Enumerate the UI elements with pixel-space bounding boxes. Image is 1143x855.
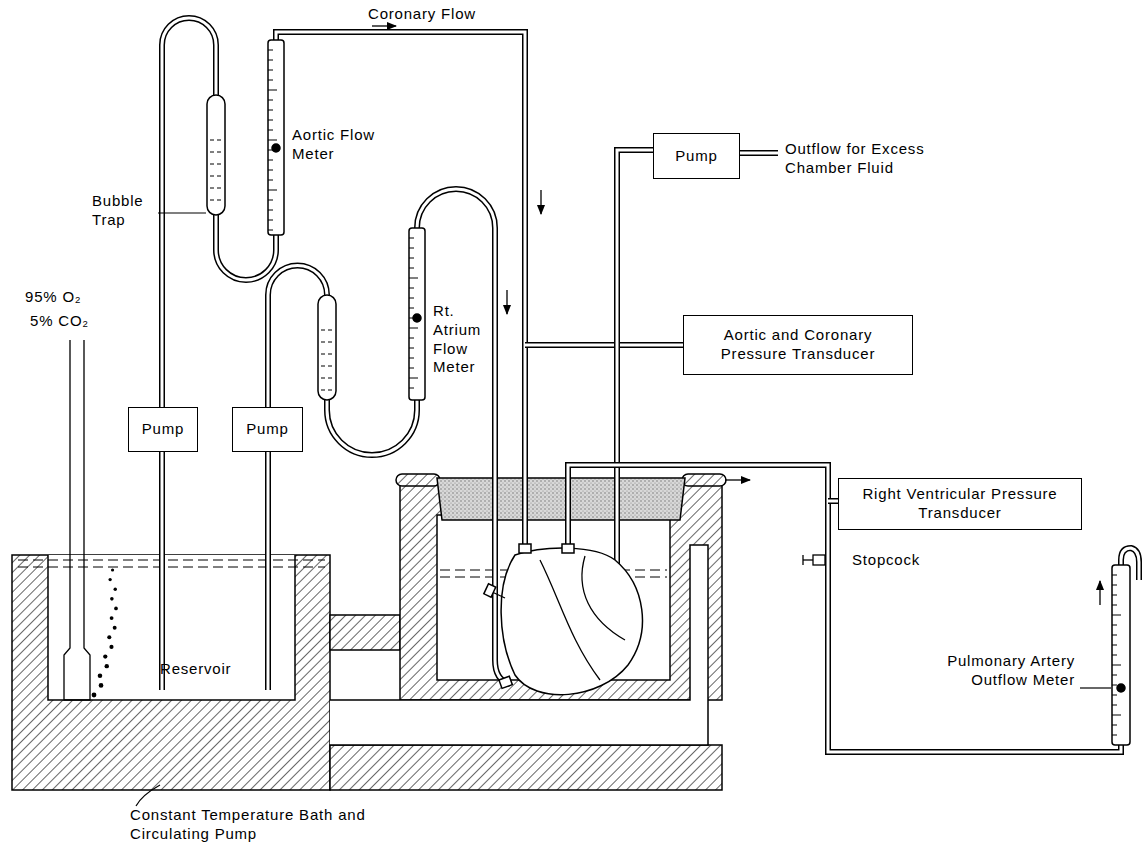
box-text: Pump [142, 420, 184, 439]
flow-label: Coronary Flow [368, 5, 476, 24]
box-text: Aortic and Coronary Pressure Transducer [692, 326, 904, 364]
part-label: Constant Temperature Bath and Circulatin… [130, 806, 380, 844]
part-label: Outflow for Excess Chamber Fluid [785, 140, 985, 178]
meter-graduation [1112, 645, 1117, 646]
meter-graduation [409, 278, 418, 279]
pump-box: Pump [232, 407, 303, 452]
meter-graduation [268, 90, 277, 91]
gas-bubble [110, 616, 114, 620]
part-label: Bubble Trap [92, 192, 154, 230]
gas-bubble [103, 654, 107, 658]
meter-graduation [268, 170, 273, 171]
part-label: Aortic Flow Meter [292, 126, 404, 164]
meter-graduation [1112, 675, 1117, 676]
meter-graduation [268, 200, 273, 201]
box-text: Pump [246, 420, 288, 439]
meter-graduation [268, 50, 273, 51]
part-label: Reservoir [160, 660, 231, 679]
gas-bubble [114, 588, 117, 591]
meter-graduation [268, 230, 273, 231]
meter-graduation [268, 140, 277, 141]
meter-graduation [409, 388, 414, 389]
meter-graduation [268, 130, 273, 131]
part-label: Pulmonary Artery Outflow Meter [905, 652, 1075, 690]
part-label: Stopcock [852, 551, 920, 570]
meter-graduation [268, 120, 273, 121]
gas-bubble [114, 607, 118, 611]
leader-lines [136, 213, 1111, 806]
pump-box: Pump [128, 407, 198, 452]
meter-graduation [409, 308, 414, 309]
meter-graduation [1112, 705, 1117, 706]
gas-bubble [98, 673, 103, 678]
pump-box: Pump [653, 133, 740, 179]
transducer-box: Right Ventricular Pressure Transducer [838, 478, 1082, 530]
meter-graduation [268, 60, 273, 61]
meter-graduation [409, 258, 414, 259]
meter-graduation [1112, 595, 1117, 596]
gas-bubble [92, 693, 97, 698]
meter-graduation [268, 110, 273, 111]
meter-graduation [268, 100, 273, 101]
meter-graduation [409, 318, 414, 319]
part-label: Rt. Atrium Flow Meter [433, 302, 487, 377]
stopcock [803, 555, 825, 565]
meter-graduation [409, 358, 414, 359]
box-text: Pump [675, 147, 717, 166]
meter-graduation [1112, 665, 1121, 666]
meter-graduation [409, 288, 414, 289]
gas-bubble [99, 683, 104, 688]
chamber-stopper [437, 478, 685, 520]
meter-graduation [409, 368, 414, 369]
meter-graduation [1112, 735, 1117, 736]
meter-graduation [268, 180, 273, 181]
gas-bubble [113, 626, 117, 630]
isolated-heart [484, 544, 643, 695]
gas-label: 5% CO₂ [30, 312, 89, 331]
gas-bubble [108, 578, 111, 581]
meter-graduation [1112, 695, 1117, 696]
meter-graduation [268, 220, 273, 221]
meter-graduation [409, 248, 414, 249]
meter-graduation [409, 338, 414, 339]
tubing [162, 18, 1139, 752]
gas-bubble [105, 664, 109, 668]
meter-graduation [1112, 625, 1117, 626]
meter-graduation [268, 150, 273, 151]
meter-graduation [268, 210, 273, 211]
meter-graduation [409, 298, 414, 299]
transducer-box: Aortic and Coronary Pressure Transducer [683, 315, 913, 375]
meter-graduation [1112, 685, 1117, 686]
flow-arrows [372, 26, 1100, 605]
gas-label: 95% O₂ [25, 288, 81, 307]
meter-graduation [1112, 615, 1121, 616]
gas-bubble [109, 645, 113, 649]
meter-graduation [268, 80, 273, 81]
meter-graduation [1112, 715, 1121, 716]
meter-graduation [409, 238, 414, 239]
gas-bubble [111, 568, 114, 571]
meter-graduation [1112, 635, 1117, 636]
meter-graduation [1112, 605, 1117, 606]
gas-bubble [107, 635, 111, 639]
meter-graduation [268, 70, 273, 71]
meter-graduation [1112, 655, 1117, 656]
meter-graduation [409, 378, 418, 379]
meter-graduation [268, 190, 277, 191]
meter-graduation [409, 348, 414, 349]
meter-graduation [409, 268, 414, 269]
box-text: Right Ventricular Pressure Transducer [847, 485, 1073, 523]
gas-inlet [64, 340, 118, 700]
meter-graduation [1112, 575, 1117, 576]
meter-graduation [268, 160, 273, 161]
flow-meters [268, 40, 1130, 745]
gas-bubble [110, 597, 114, 601]
meter-graduation [409, 328, 418, 329]
meter-graduation [1112, 725, 1117, 726]
meter-graduation [1112, 585, 1117, 586]
